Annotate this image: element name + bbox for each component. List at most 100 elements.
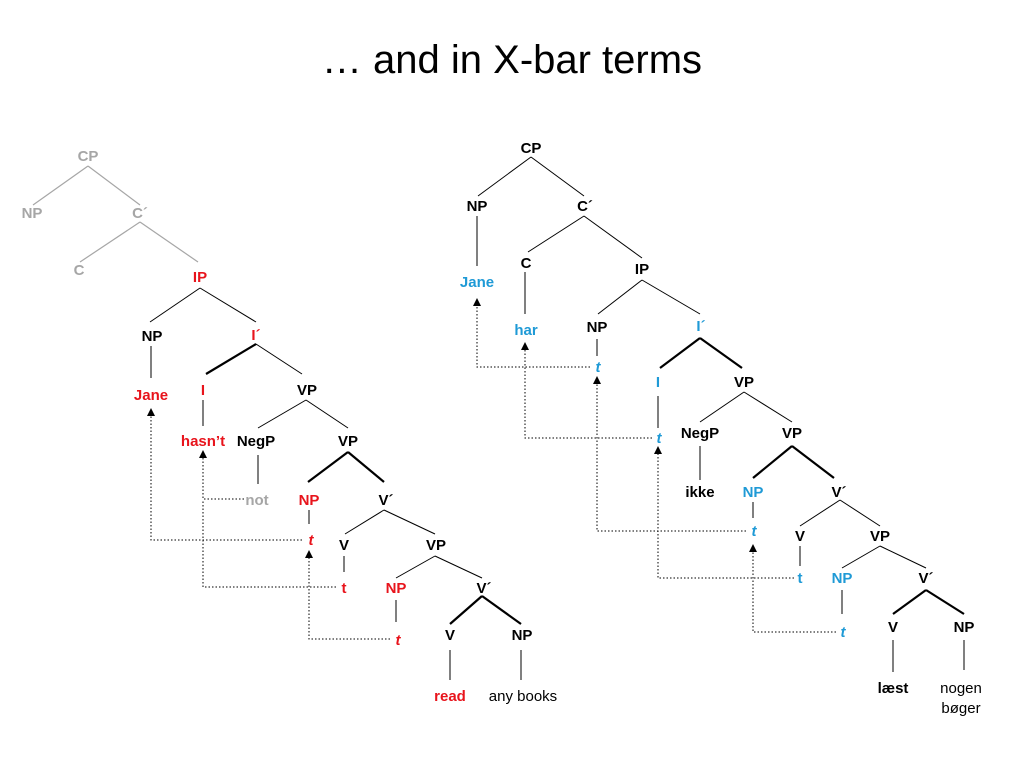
node-i-bar: I´ <box>696 318 705 335</box>
branch <box>477 156 532 197</box>
node-c: C <box>521 255 532 272</box>
trace-t2: t <box>342 580 347 597</box>
movement-arrow-subject <box>147 408 302 541</box>
node-vp3: VP <box>870 528 890 545</box>
movement-arrow-subject-mid <box>593 376 746 532</box>
branch <box>383 509 436 535</box>
node-v-head2: V <box>445 627 455 644</box>
node-np-spec-cp: NP <box>467 198 488 215</box>
trace-t1: t <box>309 532 315 549</box>
branch <box>305 399 349 429</box>
movement-arrow-verb-to-i <box>654 446 794 579</box>
node-np-spec-cp: NP <box>22 205 43 222</box>
word-boger: bøger <box>941 700 980 717</box>
node-negp: NegP <box>237 433 275 450</box>
branch <box>841 545 881 569</box>
branch <box>395 555 436 579</box>
node-np-spec-vp2: NP <box>743 484 764 501</box>
branch <box>839 499 881 527</box>
node-vp3: VP <box>426 537 446 554</box>
branch <box>149 287 201 323</box>
node-i: I <box>201 382 205 399</box>
node-v-head2: V <box>888 619 898 636</box>
branch <box>307 451 349 483</box>
branch <box>347 451 385 483</box>
node-v-bar1: V´ <box>379 492 394 509</box>
trace-t2: t <box>657 430 663 447</box>
branch <box>449 595 483 625</box>
branch <box>641 279 701 315</box>
branch <box>199 287 257 323</box>
english-gray-branches <box>32 165 199 263</box>
english-movement-arrows <box>147 408 390 640</box>
english-branches <box>149 287 522 680</box>
node-np-spec-ip: NP <box>142 328 163 345</box>
word-laest: læst <box>878 680 909 697</box>
node-vp2: VP <box>782 425 802 442</box>
branch <box>139 221 199 263</box>
english-thick-branches <box>205 343 522 625</box>
trace-t3: t <box>396 632 402 649</box>
node-cp: CP <box>78 148 99 165</box>
branch <box>87 165 141 206</box>
branch <box>799 499 841 527</box>
branch <box>791 445 835 479</box>
node-cp: CP <box>521 140 542 157</box>
node-vp1: VP <box>297 382 317 399</box>
node-np-spec-vp3: NP <box>386 580 407 597</box>
branch <box>752 445 793 479</box>
branch <box>527 215 585 253</box>
english-tree: CP NP C´ C not IP I´ Jane I hasn’t NP t … <box>22 148 558 705</box>
node-c-bar: C´ <box>132 205 148 222</box>
node-v-head1: V <box>339 537 349 554</box>
node-np-spec-vp3: NP <box>832 570 853 587</box>
movement-arrow-aux-to-neg <box>199 450 244 500</box>
branch <box>583 215 643 259</box>
branch <box>892 589 927 615</box>
branch <box>434 555 483 579</box>
branch <box>597 279 643 315</box>
node-i: I <box>656 374 660 391</box>
node-v-bar1: V´ <box>832 484 847 501</box>
node-vp2: VP <box>338 433 358 450</box>
branch <box>879 545 927 569</box>
trace-t1: t <box>596 359 602 376</box>
danish-tree: Jane har I´ t I t NP t t NP t CP NP C´ C… <box>460 140 982 717</box>
slide-title: … and in X-bar terms <box>321 38 703 82</box>
word-jane: Jane <box>134 387 168 404</box>
movement-arrow-verb-to-c <box>521 342 652 439</box>
node-c: C <box>74 262 85 279</box>
movement-arrow-subject-top <box>473 298 590 368</box>
node-c-bar: C´ <box>577 198 593 215</box>
node-vp1: VP <box>734 374 754 391</box>
branch <box>699 337 743 369</box>
branch <box>659 337 701 369</box>
word-nogen: nogen <box>940 680 982 697</box>
node-np-spec-vp2: NP <box>299 492 320 509</box>
branch <box>257 399 307 429</box>
word-har: har <box>514 322 538 339</box>
word-any-books: any books <box>489 688 557 705</box>
node-np-spec-ip: NP <box>587 319 608 336</box>
branch <box>255 343 303 375</box>
node-v-bar2: V´ <box>477 580 492 597</box>
trace-t3: t <box>752 523 758 540</box>
danish-branches <box>476 156 965 672</box>
branch <box>205 343 257 375</box>
movement-arrow-aux <box>202 500 336 588</box>
node-v-head1: V <box>795 528 805 545</box>
trace-t5: t <box>841 624 847 641</box>
branch <box>925 589 965 615</box>
movement-arrow-object-subject <box>305 550 390 640</box>
movement-arrow-subject-low <box>749 544 836 633</box>
branch <box>481 595 522 625</box>
branch <box>699 391 745 423</box>
branch <box>32 165 89 206</box>
trace-t4: t <box>798 570 803 587</box>
word-ikke: ikke <box>685 484 714 501</box>
node-ip: IP <box>193 269 207 286</box>
branch <box>530 156 585 197</box>
node-i-bar: I´ <box>251 327 260 344</box>
branch <box>344 509 385 535</box>
